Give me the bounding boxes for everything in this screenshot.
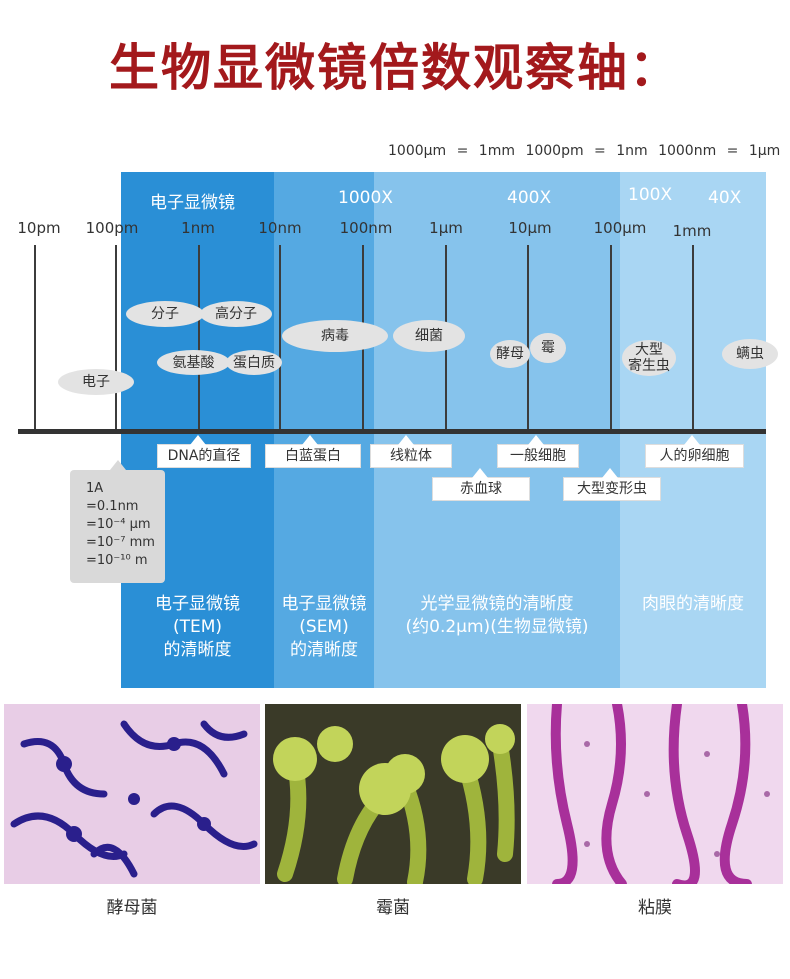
object-bacteria: 细菌 <box>393 320 465 352</box>
mold-micrograph <box>265 704 521 884</box>
clarity-tem: 电子显微镜 (TEM) 的清晰度 <box>155 594 240 660</box>
caption-mold: 霉菌 <box>376 898 410 918</box>
tag-pointer <box>528 435 544 445</box>
tick-100pm <box>115 245 117 432</box>
tick-label-10um: 10μm <box>508 219 552 237</box>
clarity-optical: 光学显微镜的清晰度 (约0.2μm)(生物显微镜) <box>405 594 589 637</box>
tick-label-1um: 1μm <box>429 219 463 237</box>
angstrom-line: =0.1nm <box>86 499 139 514</box>
note-pointer <box>110 460 126 470</box>
object-typical-cell: 一般细胞 <box>497 444 579 468</box>
angstrom-line: 1A <box>86 481 104 496</box>
clarity-sem: 电子显微镜 (SEM) 的清晰度 <box>281 594 367 660</box>
tick-10nm <box>279 245 281 432</box>
tick-label-100nm: 100nm <box>339 219 393 237</box>
object-protein: 蛋白质 <box>226 350 282 375</box>
tick-label-100um: 100μm <box>593 219 647 237</box>
tick-label-10nm: 10nm <box>258 219 302 237</box>
tick-label-10pm: 10pm <box>17 219 61 237</box>
tag-pointer <box>602 468 618 478</box>
object-human-egg-cell: 人的卵细胞 <box>645 444 744 468</box>
tick-10pm <box>34 245 36 432</box>
object-mite: 螨虫 <box>722 339 778 369</box>
caption-yeast: 酵母菌 <box>106 898 158 918</box>
object-mold: 霉 <box>530 333 566 363</box>
object-dna-diameter: DNA的直径 <box>157 444 251 468</box>
object-amino-acid: 氨基酸 <box>157 350 230 375</box>
tick-label-1nm: 1nm <box>181 219 215 237</box>
yeast-micrograph <box>4 704 260 884</box>
object-albumin: 白蓝蛋白 <box>265 444 361 468</box>
unit-conversions: 1000μm = 1mm 1000pm = 1nm 1000nm = 1μm <box>388 143 781 159</box>
band-label-400x: 400X <box>507 188 552 208</box>
object-electron: 电子 <box>58 369 134 395</box>
clarity-naked-eye: 肉眼的清晰度 <box>642 594 744 614</box>
band-label-1000x: 1000X <box>338 188 393 208</box>
tag-pointer <box>472 468 488 478</box>
tick-label-1mm: 1mm <box>672 222 712 240</box>
band-label-40x: 40X <box>708 188 742 208</box>
object-macromolecule: 高分子 <box>200 301 272 327</box>
band-label-electron: 电子显微镜 <box>150 193 235 213</box>
tick-1nm <box>198 245 200 432</box>
tag-pointer <box>684 435 700 445</box>
tick-label-100pm: 100pm <box>85 219 139 237</box>
tick-100um <box>610 245 612 432</box>
band-label-100x: 100X <box>628 185 673 205</box>
object-virus: 病毒 <box>282 320 388 352</box>
tick-10um <box>527 245 529 432</box>
object-red-blood-cell: 赤血球 <box>432 477 530 501</box>
object-mitochondria: 线粒体 <box>370 444 452 468</box>
object-large-amoeba: 大型变形虫 <box>563 477 661 501</box>
tag-pointer <box>302 435 318 445</box>
object-large-parasite: 大型 寄生虫 <box>622 340 676 376</box>
mucosa-micrograph <box>527 704 783 884</box>
object-yeast: 酵母 <box>490 340 530 368</box>
angstrom-line: =10⁻⁴ μm <box>86 517 151 532</box>
angstrom-line: =10⁻¹⁰ m <box>86 553 148 568</box>
scale-axis <box>18 429 766 434</box>
tag-pointer <box>398 435 414 445</box>
angstrom-line: =10⁻⁷ mm <box>86 535 155 550</box>
caption-mucosa: 粘膜 <box>638 898 672 918</box>
page-title: 生物显微镜倍数观察轴： <box>109 38 681 97</box>
tick-1mm <box>692 245 694 432</box>
tag-pointer <box>190 435 206 445</box>
object-molecule: 分子 <box>126 301 204 327</box>
angstrom-note: 1A =0.1nm =10⁻⁴ μm =10⁻⁷ mm =10⁻¹⁰ m <box>70 470 165 583</box>
